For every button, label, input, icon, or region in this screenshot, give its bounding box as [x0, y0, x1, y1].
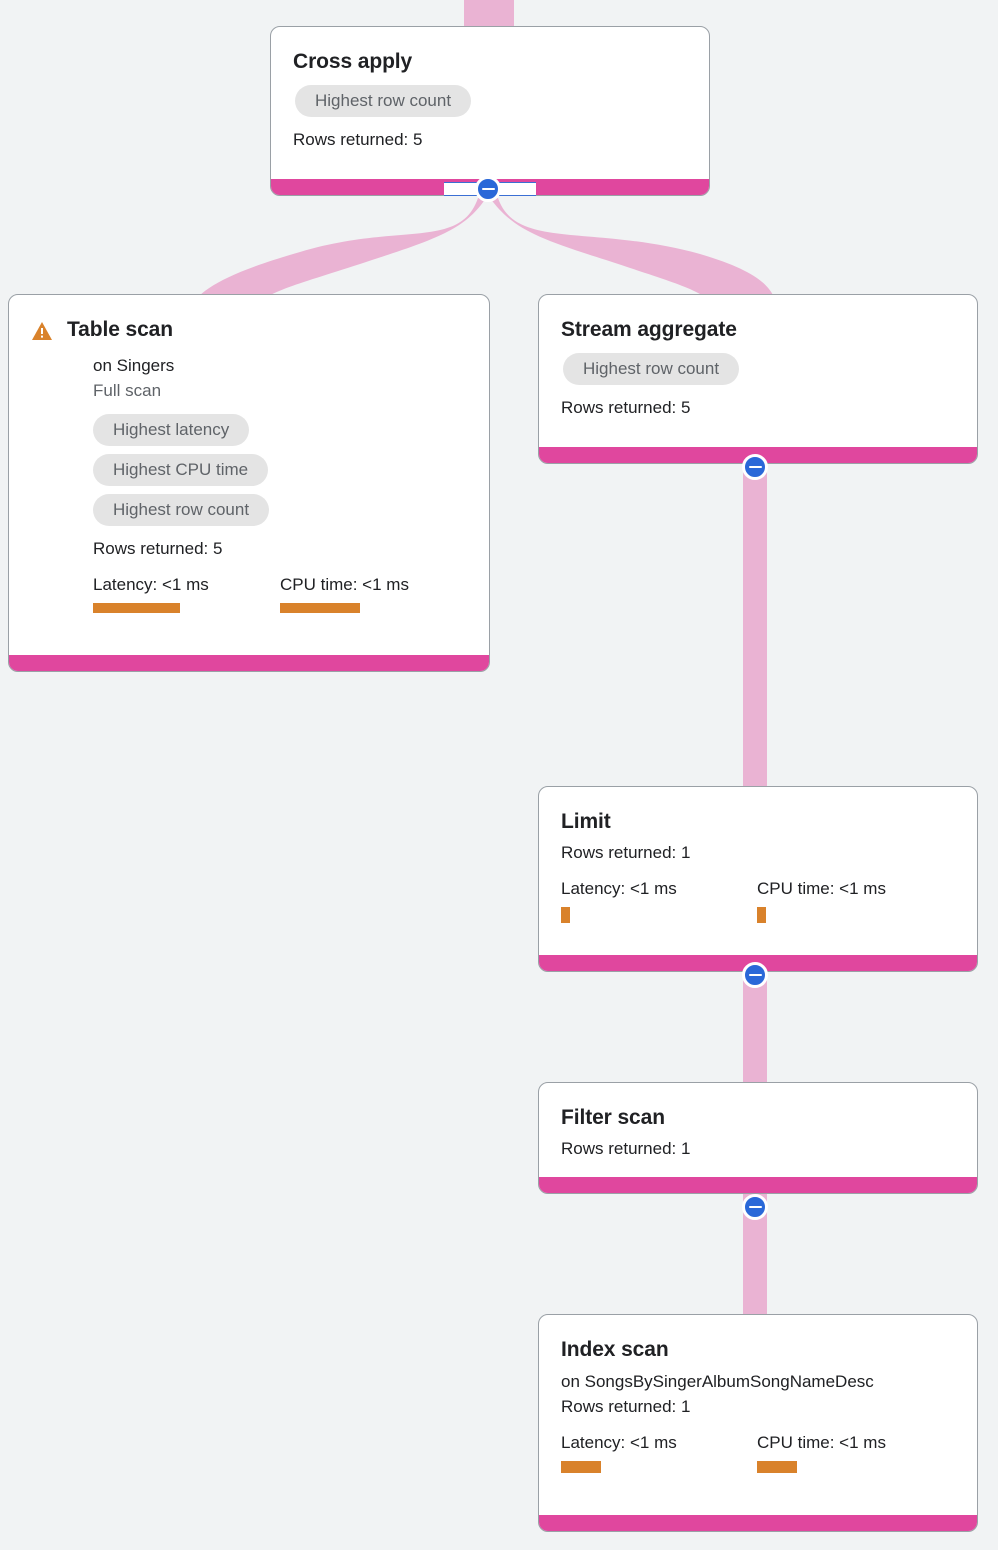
node-cross-apply[interactable]: Cross apply Highest row count Rows retur… — [270, 26, 710, 196]
title-row: Limit — [561, 809, 955, 834]
chip-list: Highest row count — [293, 81, 687, 121]
metric-label: CPU time: <1 ms — [280, 574, 409, 594]
node-footer-bar — [539, 1177, 977, 1193]
node-target: on SongsBySingerAlbumSongNameDesc — [561, 1372, 874, 1392]
metric-cpu-time: CPU time: <1 ms — [280, 575, 467, 613]
metric-cpu-time: CPU time: <1 ms — [757, 1433, 953, 1474]
title-row: Cross apply — [293, 49, 687, 74]
title-row: Table scan — [31, 317, 467, 346]
node-body: Table scan on Singers Full scan Highest … — [9, 295, 489, 655]
node-title: Stream aggregate — [561, 318, 737, 341]
node-body: Stream aggregate Highest row count Rows … — [539, 295, 977, 447]
metric-bar — [561, 1461, 601, 1474]
node-title: Filter scan — [561, 1106, 665, 1129]
metrics: Latency: <1 ms CPU time: <1 ms — [561, 879, 955, 924]
metric-bar — [757, 1461, 797, 1474]
node-filter-scan[interactable]: Filter scan Rows returned: 1 — [538, 1082, 978, 1194]
metric-latency: Latency: <1 ms — [561, 1433, 757, 1474]
title-row: Filter scan — [561, 1105, 955, 1130]
collapse-toggle-filter-scan[interactable] — [742, 1194, 768, 1220]
chip-highest-cpu-time: Highest CPU time — [93, 453, 269, 486]
metric-bar — [757, 907, 766, 924]
edge-cross-apply-to-table-scan — [190, 198, 486, 310]
title-row: Index scan — [561, 1337, 955, 1362]
metrics: Latency: <1 ms CPU time: <1 ms — [93, 575, 467, 613]
node-body: Cross apply Highest row count Rows retur… — [271, 27, 709, 179]
edge-cross-apply-to-stream-aggregate — [490, 198, 778, 310]
edge-root-to-cross-apply — [464, 0, 514, 26]
warning-triangle-icon — [31, 321, 53, 346]
collapse-toggle-cross-apply[interactable] — [475, 176, 501, 202]
title-row: Stream aggregate — [561, 317, 955, 342]
node-footer-bar — [539, 1515, 977, 1531]
metric-label: CPU time: <1 ms — [757, 1433, 886, 1453]
rows-returned: Rows returned: 1 — [561, 1139, 691, 1159]
node-limit[interactable]: Limit Rows returned: 1 Latency: <1 ms CP… — [538, 786, 978, 972]
metric-label: Latency: <1 ms — [561, 879, 677, 899]
node-scan-type: Full scan — [93, 380, 162, 400]
edge-stream-aggregate-to-limit — [743, 462, 767, 792]
chip-highest-latency: Highest latency — [93, 413, 250, 446]
chip-highest-row-count: Highest row count — [563, 353, 740, 386]
metric-latency: Latency: <1 ms — [561, 879, 757, 924]
metric-cpu-time: CPU time: <1 ms — [757, 879, 953, 924]
metric-bar — [561, 907, 570, 924]
node-footer-bar — [9, 655, 489, 671]
node-table-scan[interactable]: Table scan on Singers Full scan Highest … — [8, 294, 490, 672]
node-title: Table scan — [67, 318, 173, 341]
metric-bar — [93, 602, 180, 613]
metric-label: Latency: <1 ms — [93, 574, 209, 594]
rows-returned: Rows returned: 5 — [293, 130, 423, 150]
node-title: Limit — [561, 810, 611, 833]
node-stream-aggregate[interactable]: Stream aggregate Highest row count Rows … — [538, 294, 978, 464]
node-target: on Singers — [93, 356, 175, 375]
rows-returned: Rows returned: 1 — [561, 1397, 691, 1417]
node-body: Filter scan Rows returned: 1 — [539, 1083, 977, 1177]
node-body: Limit Rows returned: 1 Latency: <1 ms CP… — [539, 787, 977, 955]
node-index-scan[interactable]: Index scan on SongsBySingerAlbumSongName… — [538, 1314, 978, 1532]
chip-highest-row-count: Highest row count — [93, 493, 270, 526]
collapse-toggle-limit[interactable] — [742, 962, 768, 988]
chip-highest-row-count: Highest row count — [295, 85, 472, 118]
rows-returned: Rows returned: 5 — [561, 398, 691, 418]
metrics: Latency: <1 ms CPU time: <1 ms — [561, 1433, 955, 1474]
metric-bar — [280, 602, 360, 613]
node-title: Cross apply — [293, 50, 413, 73]
rows-returned: Rows returned: 1 — [561, 843, 691, 863]
metric-label: CPU time: <1 ms — [757, 879, 886, 899]
rows-returned: Rows returned: 5 — [93, 538, 223, 558]
metric-latency: Latency: <1 ms — [93, 575, 280, 613]
collapse-toggle-stream-aggregate[interactable] — [742, 454, 768, 480]
chip-list: Highest latency Highest CPU time Highest… — [93, 410, 467, 530]
node-body: Index scan on SongsBySingerAlbumSongName… — [539, 1315, 977, 1515]
toggle-rails-right — [492, 182, 536, 196]
metric-label: Latency: <1 ms — [561, 1433, 677, 1453]
node-title: Index scan — [561, 1338, 669, 1361]
chip-list: Highest row count — [561, 349, 955, 389]
